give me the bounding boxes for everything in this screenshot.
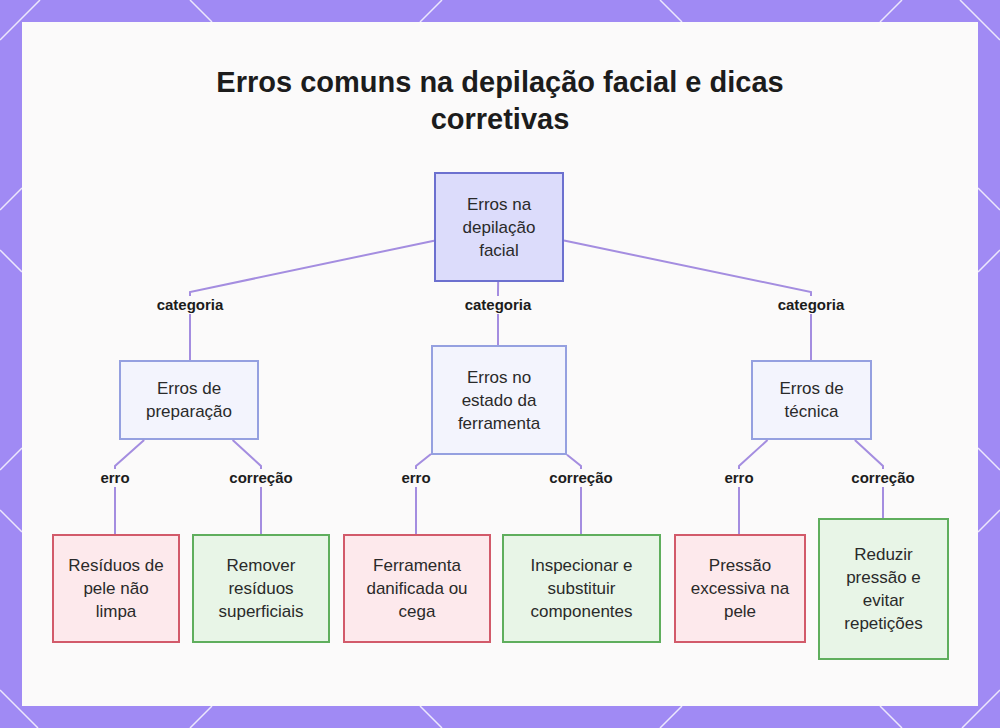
node-text: Remover resíduos superficiais: [202, 554, 320, 623]
connector: [190, 241, 434, 360]
edge-label: erro: [98, 469, 131, 487]
error-box: Resíduos de pele não limpa: [52, 534, 180, 643]
node-text: Erros na depilação facial: [444, 193, 554, 262]
correction-box: Remover resíduos superficiais: [192, 534, 330, 643]
text-group: Reduzir pressão e evitar repetições: [828, 543, 939, 635]
text-group: Erros de técnica: [761, 377, 862, 423]
node-text: Pressão excessiva na pele: [684, 554, 796, 623]
edge-label: correção: [547, 469, 614, 487]
edge-label: erro: [399, 469, 432, 487]
node-text: Erros no estado da ferramenta: [441, 366, 557, 435]
text-group: Pressão excessiva na pele: [684, 554, 796, 623]
edge-label: categoria: [463, 296, 534, 314]
connector: [115, 440, 144, 534]
error-box: Pressão excessiva na pele: [674, 534, 806, 643]
node-text: Inspecionar e substituir componentes: [512, 554, 651, 623]
node-text: Resíduos de pele não limpa: [62, 554, 170, 623]
text-group: Erros de preparação: [129, 377, 249, 423]
correction-box: Inspecionar e substituir componentes: [502, 534, 661, 643]
text-group: Inspecionar e substituir componentes: [512, 554, 651, 623]
text-group: Resíduos de pele não limpa: [62, 554, 170, 623]
text-group: Remover resíduos superficiais: [202, 554, 320, 623]
diagram-title: Erros comuns na depilação facial e dicas…: [150, 64, 850, 138]
edge-label: categoria: [155, 296, 226, 314]
node-text: Erros de preparação: [129, 377, 249, 423]
category-box: Erros de técnica: [751, 360, 872, 440]
correction-box: Reduzir pressão e evitar repetições: [818, 518, 949, 660]
root-box: Erros na depilação facial: [434, 172, 564, 282]
category-box: Erros no estado da ferramenta: [431, 345, 567, 455]
node-text: Reduzir pressão e evitar repetições: [828, 543, 939, 635]
category-box: Erros de preparação: [119, 360, 259, 440]
connector: [739, 440, 768, 534]
connector: [233, 440, 261, 534]
node-text: Erros de técnica: [761, 377, 862, 423]
connector: [567, 455, 581, 534]
text-group: Ferramenta danificada ou cega: [353, 554, 481, 623]
connector: [416, 454, 431, 534]
text-group: Erros na depilação facial: [444, 193, 554, 262]
node-text: Ferramenta danificada ou cega: [353, 554, 481, 623]
edge-label: correção: [849, 469, 916, 487]
edge-label: correção: [227, 469, 294, 487]
connector: [564, 241, 811, 360]
edge-label: categoria: [776, 296, 847, 314]
error-box: Ferramenta danificada ou cega: [343, 534, 491, 643]
edge-label: erro: [722, 469, 755, 487]
text-group: Erros no estado da ferramenta: [441, 366, 557, 435]
